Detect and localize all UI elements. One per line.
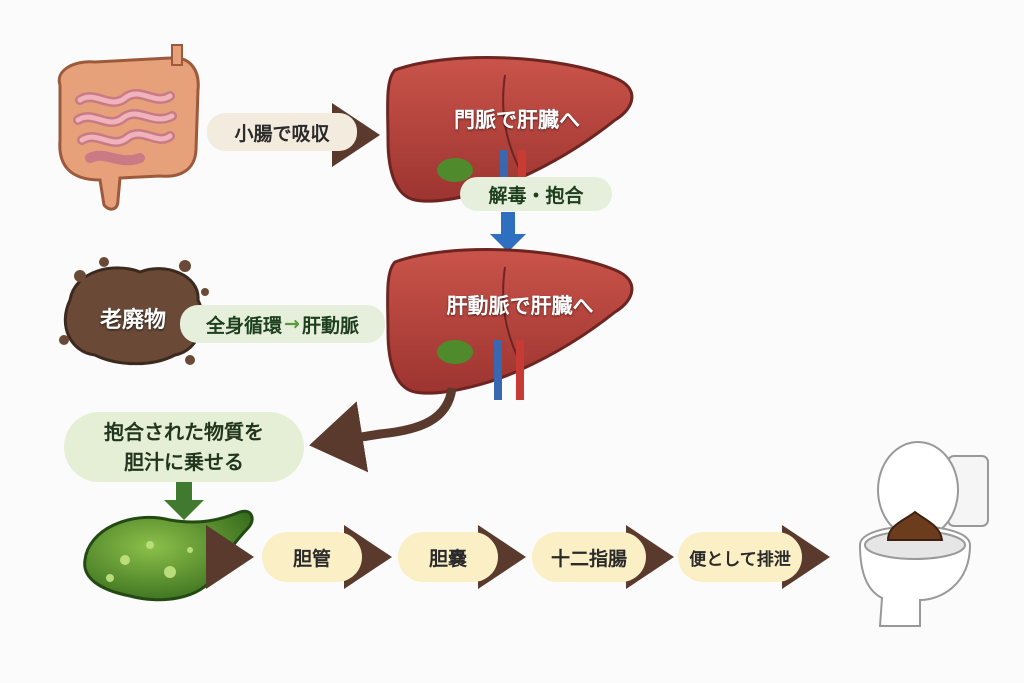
green-arrow-down <box>164 480 204 520</box>
blue-arrow-down <box>490 212 526 252</box>
waste-blob-illustration <box>59 257 209 366</box>
label-circulation-text: 全身循環 <box>206 314 283 337</box>
label-conjugated-bubble: 抱合された物質を 胆汁に乗せる <box>64 412 304 482</box>
label-hepatic-artery-text: 肝動脈 <box>301 314 359 337</box>
label-gallbladder: 胆嚢 <box>398 532 498 582</box>
label-excretion: 便として排泄 <box>678 532 802 582</box>
label-conjugated-line1: 抱合された物質を <box>104 420 264 444</box>
arrow-liver-to-bile <box>309 387 457 473</box>
label-conjugated-line2: 胆汁に乗せる <box>124 450 244 474</box>
label-bile-duct: 胆管 <box>262 532 362 582</box>
circulation-arrow-icon: → <box>284 313 300 335</box>
label-waste: 老廃物 <box>99 308 166 333</box>
label-hepatic-artery-to-liver: 肝動脈で肝臓へ <box>446 294 594 318</box>
liver-middle-illustration <box>386 248 634 400</box>
toilet-illustration <box>858 441 989 627</box>
label-portal-vein: 門脈で肝臓へ <box>454 108 580 132</box>
label-detox-conjugation: 解毒・抱合 <box>460 177 612 211</box>
small-intestine-illustration <box>57 44 200 211</box>
label-small-intestine-absorption: 小腸で吸収 <box>207 113 357 151</box>
label-duodenum: 十二指腸 <box>532 532 646 582</box>
label-systemic-circulation: 全身循環 → 肝動脈 <box>180 305 385 343</box>
